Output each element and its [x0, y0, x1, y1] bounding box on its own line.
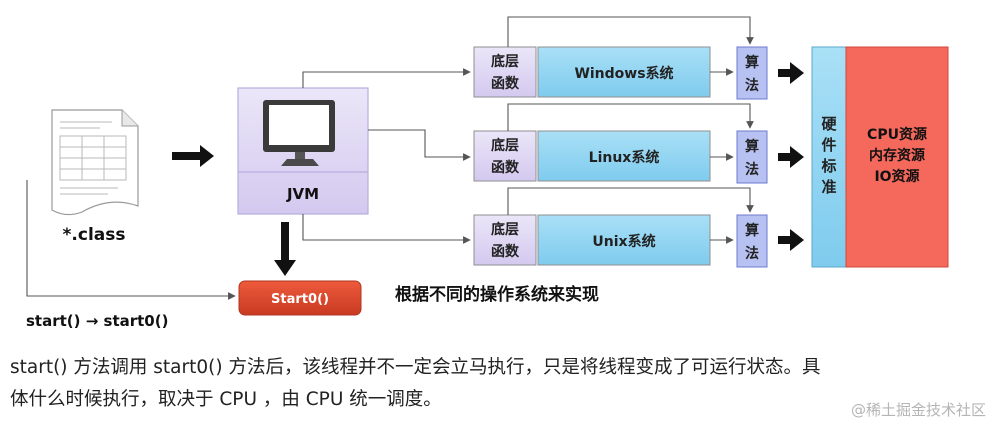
description-line-2: 体什么时候执行，取决于 CPU ，由 CPU 统一调度。 [10, 389, 442, 410]
hardware-standard-char: 硬 [821, 115, 837, 133]
arrow-jvm-to-start0 [274, 222, 296, 276]
algo-box-linux: 算 法 [736, 130, 768, 184]
connector-jvm-to-unix [302, 214, 471, 244]
os-row-linux: 底层 函数 Linux系统 [473, 130, 711, 182]
hardware-standard-char: 准 [821, 178, 836, 196]
algo-label: 算 [745, 222, 759, 239]
os-row-windows: 底层 函数 Windows系统 [473, 46, 711, 98]
os-name-label: Unix系统 [592, 233, 655, 250]
connector-unix-loop [507, 187, 754, 215]
connector-windows-loop [507, 16, 754, 47]
start0-button-label: Start0() [271, 292, 329, 307]
algo-label: 法 [745, 245, 759, 262]
algo-label: 法 [745, 161, 759, 178]
bottom-func-label: 底层 [491, 221, 519, 238]
arrow-class-to-jvm [172, 145, 214, 167]
bottom-func-label: 函数 [491, 159, 520, 176]
resource-label: 内存资源 [869, 147, 925, 164]
watermark: @稀土掘金技术社区 [850, 401, 986, 419]
hardware-standard-box: 硬 件 标 准 [811, 46, 847, 268]
jvm-label: JVM [286, 185, 319, 203]
algo-label: 法 [745, 77, 759, 94]
os-name-label: Windows系统 [574, 65, 673, 82]
bottom-func-label: 函数 [491, 243, 520, 260]
arrow-algo-to-hardware-linux [778, 146, 804, 168]
bottom-func-label: 函数 [491, 75, 520, 92]
algo-box-unix: 算 法 [736, 214, 768, 268]
os-name-label: Linux系统 [589, 149, 660, 166]
description-line-1: start() 方法调用 start0() 方法后，该线程并不一定会立马执行，只… [10, 357, 821, 378]
bottom-func-label: 底层 [491, 137, 519, 154]
arrow-algo-to-hardware-windows [778, 62, 804, 84]
jvm-thread-start-diagram: *.class JVM Start0() start() → start0() … [26, 16, 949, 330]
connector-start-to-start0 [26, 180, 236, 300]
hardware-standard-char: 标 [820, 157, 836, 175]
os-row-unix: 底层 函数 Unix系统 [473, 214, 711, 266]
connector-jvm-to-windows [302, 68, 471, 88]
algo-label: 算 [745, 54, 759, 71]
monitor-icon [263, 100, 335, 166]
start-call-label: start() → start0() [26, 312, 168, 330]
algo-label: 算 [745, 138, 759, 155]
resources-box: CPU资源 内存资源 IO资源 [845, 46, 949, 268]
os-implementation-caption: 根据不同的操作系统来实现 [395, 284, 599, 305]
hardware-standard-char: 件 [821, 136, 836, 154]
algo-box-windows: 算 法 [736, 46, 768, 100]
start0-button: Start0() [238, 280, 362, 316]
bottom-func-label: 底层 [491, 53, 519, 70]
class-file-label: *.class [63, 225, 126, 245]
description-paragraph: start() 方法调用 start0() 方法后，该线程并不一定会立马执行，只… [10, 352, 985, 416]
resource-label: CPU资源 [867, 126, 927, 143]
arrow-algo-to-hardware-unix [778, 229, 804, 251]
connector-jvm-to-linux [368, 129, 471, 161]
resource-label: IO资源 [874, 168, 919, 185]
connector-linux-loop [507, 103, 754, 131]
class-file-icon [51, 109, 139, 216]
